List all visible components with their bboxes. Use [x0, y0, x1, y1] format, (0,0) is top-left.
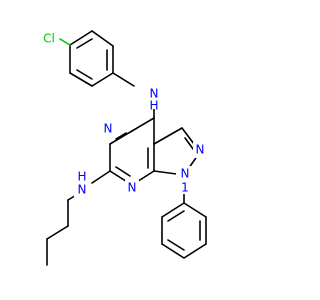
bond — [161, 202, 185, 218]
label-bg — [101, 121, 115, 137]
bond-cl — [59, 38, 71, 46]
bond — [91, 72, 114, 87]
bond — [161, 243, 185, 259]
label-bg — [176, 166, 194, 194]
bond — [112, 72, 135, 87]
molecule-structure: Cl N H N N H N N N 1 — [40, 30, 207, 266]
bond-inner — [167, 210, 185, 222]
label-bg — [40, 31, 58, 47]
bond — [109, 130, 133, 145]
bond — [46, 225, 69, 240]
pyrazole-nitrogen-bottom-label: N — [181, 167, 190, 181]
label-bg — [125, 180, 139, 196]
amine-nitrogen-top-label: N — [150, 87, 159, 101]
bond-inner — [76, 69, 93, 80]
bond — [131, 117, 155, 132]
pyrimidine-nitrogen-left-label: N — [104, 122, 113, 136]
bond — [183, 243, 207, 259]
bond — [91, 170, 111, 184]
amine-hydrogen-left-label: H — [77, 170, 86, 184]
bond — [69, 30, 93, 46]
bond-inner — [115, 166, 131, 177]
bond — [153, 127, 183, 145]
bond — [69, 72, 93, 87]
amine-nitrogen-left-label: N — [78, 183, 87, 197]
label-backgrounds — [40, 31, 207, 198]
pyrazole-nitrogen-locant-label: 1 — [181, 181, 189, 195]
label-bg — [193, 142, 207, 158]
label-bg — [145, 81, 163, 109]
bond-inner — [76, 38, 93, 49]
bond — [183, 202, 207, 218]
bond-inner — [115, 132, 127, 140]
chlorine-atom-label: Cl — [43, 32, 55, 46]
bond-inner — [167, 239, 185, 251]
label-bg — [74, 170, 91, 198]
pyrazole-nitrogen-right-label: N — [196, 143, 205, 157]
amine-hydrogen-top-label: H — [149, 99, 158, 113]
bond — [91, 30, 114, 47]
pyrimidine-nitrogen-bottom-label: N — [128, 181, 137, 195]
bond-layer — [46, 30, 207, 266]
